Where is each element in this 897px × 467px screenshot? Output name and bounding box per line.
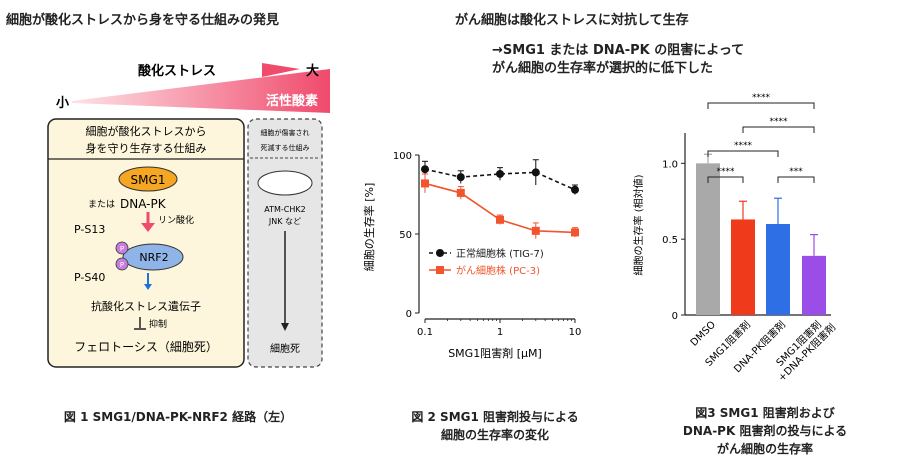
fig2-line-chart: 細胞の生存率 [%] SMG1阻害剤 [μM] 0 50 100 0.1 1 10 正常細… (362, 151, 582, 360)
pathway-diagram: 酸化ストレス 小 大 活性酸素 細胞が酸化ストレスから 身を守り生存する仕組み … (47, 63, 330, 368)
death-box-title1: 細胞が傷害され (261, 128, 310, 137)
fig2-data-point (571, 228, 579, 237)
fig2-data-point (571, 185, 579, 194)
fig3-bar (802, 255, 826, 315)
survival-box-title2: 身を守り生存する仕組み (86, 141, 207, 155)
fig2-data-point (421, 179, 429, 188)
ros-label: 活性酸素 (266, 93, 318, 109)
p-s13-letter: P (120, 245, 124, 253)
fig3-significance-bracket (707, 150, 779, 157)
fig3-y-tick-label: 0 (672, 311, 678, 322)
death-arrow-head (281, 323, 289, 331)
fig2-x-tick-label: 1 (497, 327, 503, 338)
fig3-y-tick-label: 0.5 (662, 235, 678, 246)
fig3-significance-bracket (707, 176, 744, 183)
right-header: がん細胞は酸化ストレスに対抗して生存 (455, 13, 689, 28)
smg1-label: SMG1 (131, 173, 166, 187)
fig3-significance-bracket (707, 102, 815, 109)
fig2-caption-line1: 図 2 SMG1 阻害剤投与による (411, 410, 579, 424)
p-s40-letter: P (120, 261, 124, 269)
phospho-label: リン酸化 (158, 214, 194, 226)
fig2-data-point (531, 226, 540, 235)
phospho-site-s13-icon (115, 241, 129, 255)
fig2-legend-label: がん細胞株 (PC-3) (456, 264, 540, 277)
fig2-x-tick-label: 10 (569, 327, 582, 338)
fig2-legend-marker (436, 266, 444, 274)
atm-chk2-label: ATM-CHK2 (264, 205, 305, 214)
fig3-significance-label: *** (789, 167, 803, 177)
mataha-label: または (88, 199, 115, 210)
fig2-data-point (531, 168, 540, 177)
fig2-data-point (421, 165, 429, 174)
jnk-label: JNK など (268, 217, 301, 226)
fig3-category-label: DMSO (689, 319, 718, 348)
fig2-data-point (456, 188, 465, 197)
smg1-node (118, 166, 178, 192)
dnapk-label: DNA-PK (120, 197, 167, 211)
ps13-label: P-S13 (74, 223, 105, 236)
fig3-category-label-line: DMSO (689, 319, 718, 348)
unknown-sensor-node (257, 170, 313, 196)
phospho-arrow-head (141, 223, 155, 232)
fig3-significance-label: **** (717, 167, 736, 177)
subheader-line1: →SMG1 または DNA-PK の阻害によって (492, 43, 745, 58)
stress-arrow-head (262, 63, 300, 77)
fig3-bar (731, 219, 755, 315)
fig3-significance-label: **** (734, 141, 753, 151)
fig3-significance-bracket (742, 126, 815, 133)
death-box-title2: 死滅する仕組み (261, 143, 310, 152)
antioxidant-gene-label: 抗酸化ストレス遺伝子 (91, 299, 201, 313)
fig3-ylabel: 細胞の生存率 (相対値) (632, 174, 645, 275)
fig3-bar-chart: 細胞の生存率 (相対値) 00.51.0 DMSOSMG1阻害剤DNA-PK阻害… (632, 93, 838, 384)
subheader-line2: がん細胞の生存率が選択的に低下した (492, 61, 714, 76)
fig3-bar (766, 224, 790, 315)
fig2-data-point (496, 169, 504, 178)
inhibit-label: 抑制 (149, 318, 167, 330)
nrf2-node (122, 243, 184, 271)
nrf2-label: NRF2 (139, 251, 168, 264)
fig2-ylabel: 細胞の生存率 [%] (362, 183, 376, 272)
ferroptosis-label: フェロトーシス（細胞死） (74, 340, 218, 354)
fig2-series-line (424, 182, 576, 234)
fig3-bar (696, 163, 720, 315)
activation-arrow-head (144, 284, 152, 290)
fig3-caption-line2: DNA-PK 阻害剤の投与による (682, 424, 848, 438)
fig2-y-tick-label: 0 (406, 309, 412, 320)
stress-gradient-wedge (72, 69, 330, 113)
fig2-series-line (424, 168, 576, 191)
fig2-data-point (496, 215, 504, 224)
fig2-xlabel: SMG1阻害剤 [μM] (448, 346, 542, 360)
cell-death-label: 細胞死 (270, 342, 300, 355)
fig2-caption-line2: 細胞の生存率の変化 (440, 428, 549, 442)
survival-mechanism-box (47, 118, 245, 368)
fig3-significance-bracket (777, 176, 815, 183)
fig3-significance-label: **** (752, 93, 771, 103)
fig2-x-tick-label: 0.1 (417, 327, 433, 338)
phospho-site-s40-icon (115, 257, 129, 271)
large-label: 大 (306, 63, 319, 79)
left-header: 細胞が酸化ストレスから身を守る仕組みの発見 (6, 13, 280, 28)
fig2-data-point (456, 173, 465, 182)
fig3-caption-line1: 図3 SMG1 阻害剤および (695, 406, 835, 420)
small-label: 小 (56, 96, 69, 111)
fig3-significance-label: **** (770, 117, 789, 127)
survival-box-title1: 細胞が酸化ストレスから (86, 124, 207, 138)
fig2-legend-label: 正常細胞株 (TIG-7) (456, 247, 544, 260)
fig2-y-tick-label: 100 (393, 151, 412, 162)
ps40-label: P-S40 (74, 271, 105, 284)
fig1-caption: 図 1 SMG1/DNA-PK-NRF2 経路（左） (63, 410, 293, 424)
fig3-y-tick-label: 1.0 (662, 159, 678, 170)
stress-label: 酸化ストレス (138, 63, 216, 79)
fig2-legend-marker (436, 249, 444, 257)
fig3-caption-line3: がん細胞の生存率 (716, 442, 813, 456)
fig2-y-tick-label: 50 (399, 230, 412, 241)
